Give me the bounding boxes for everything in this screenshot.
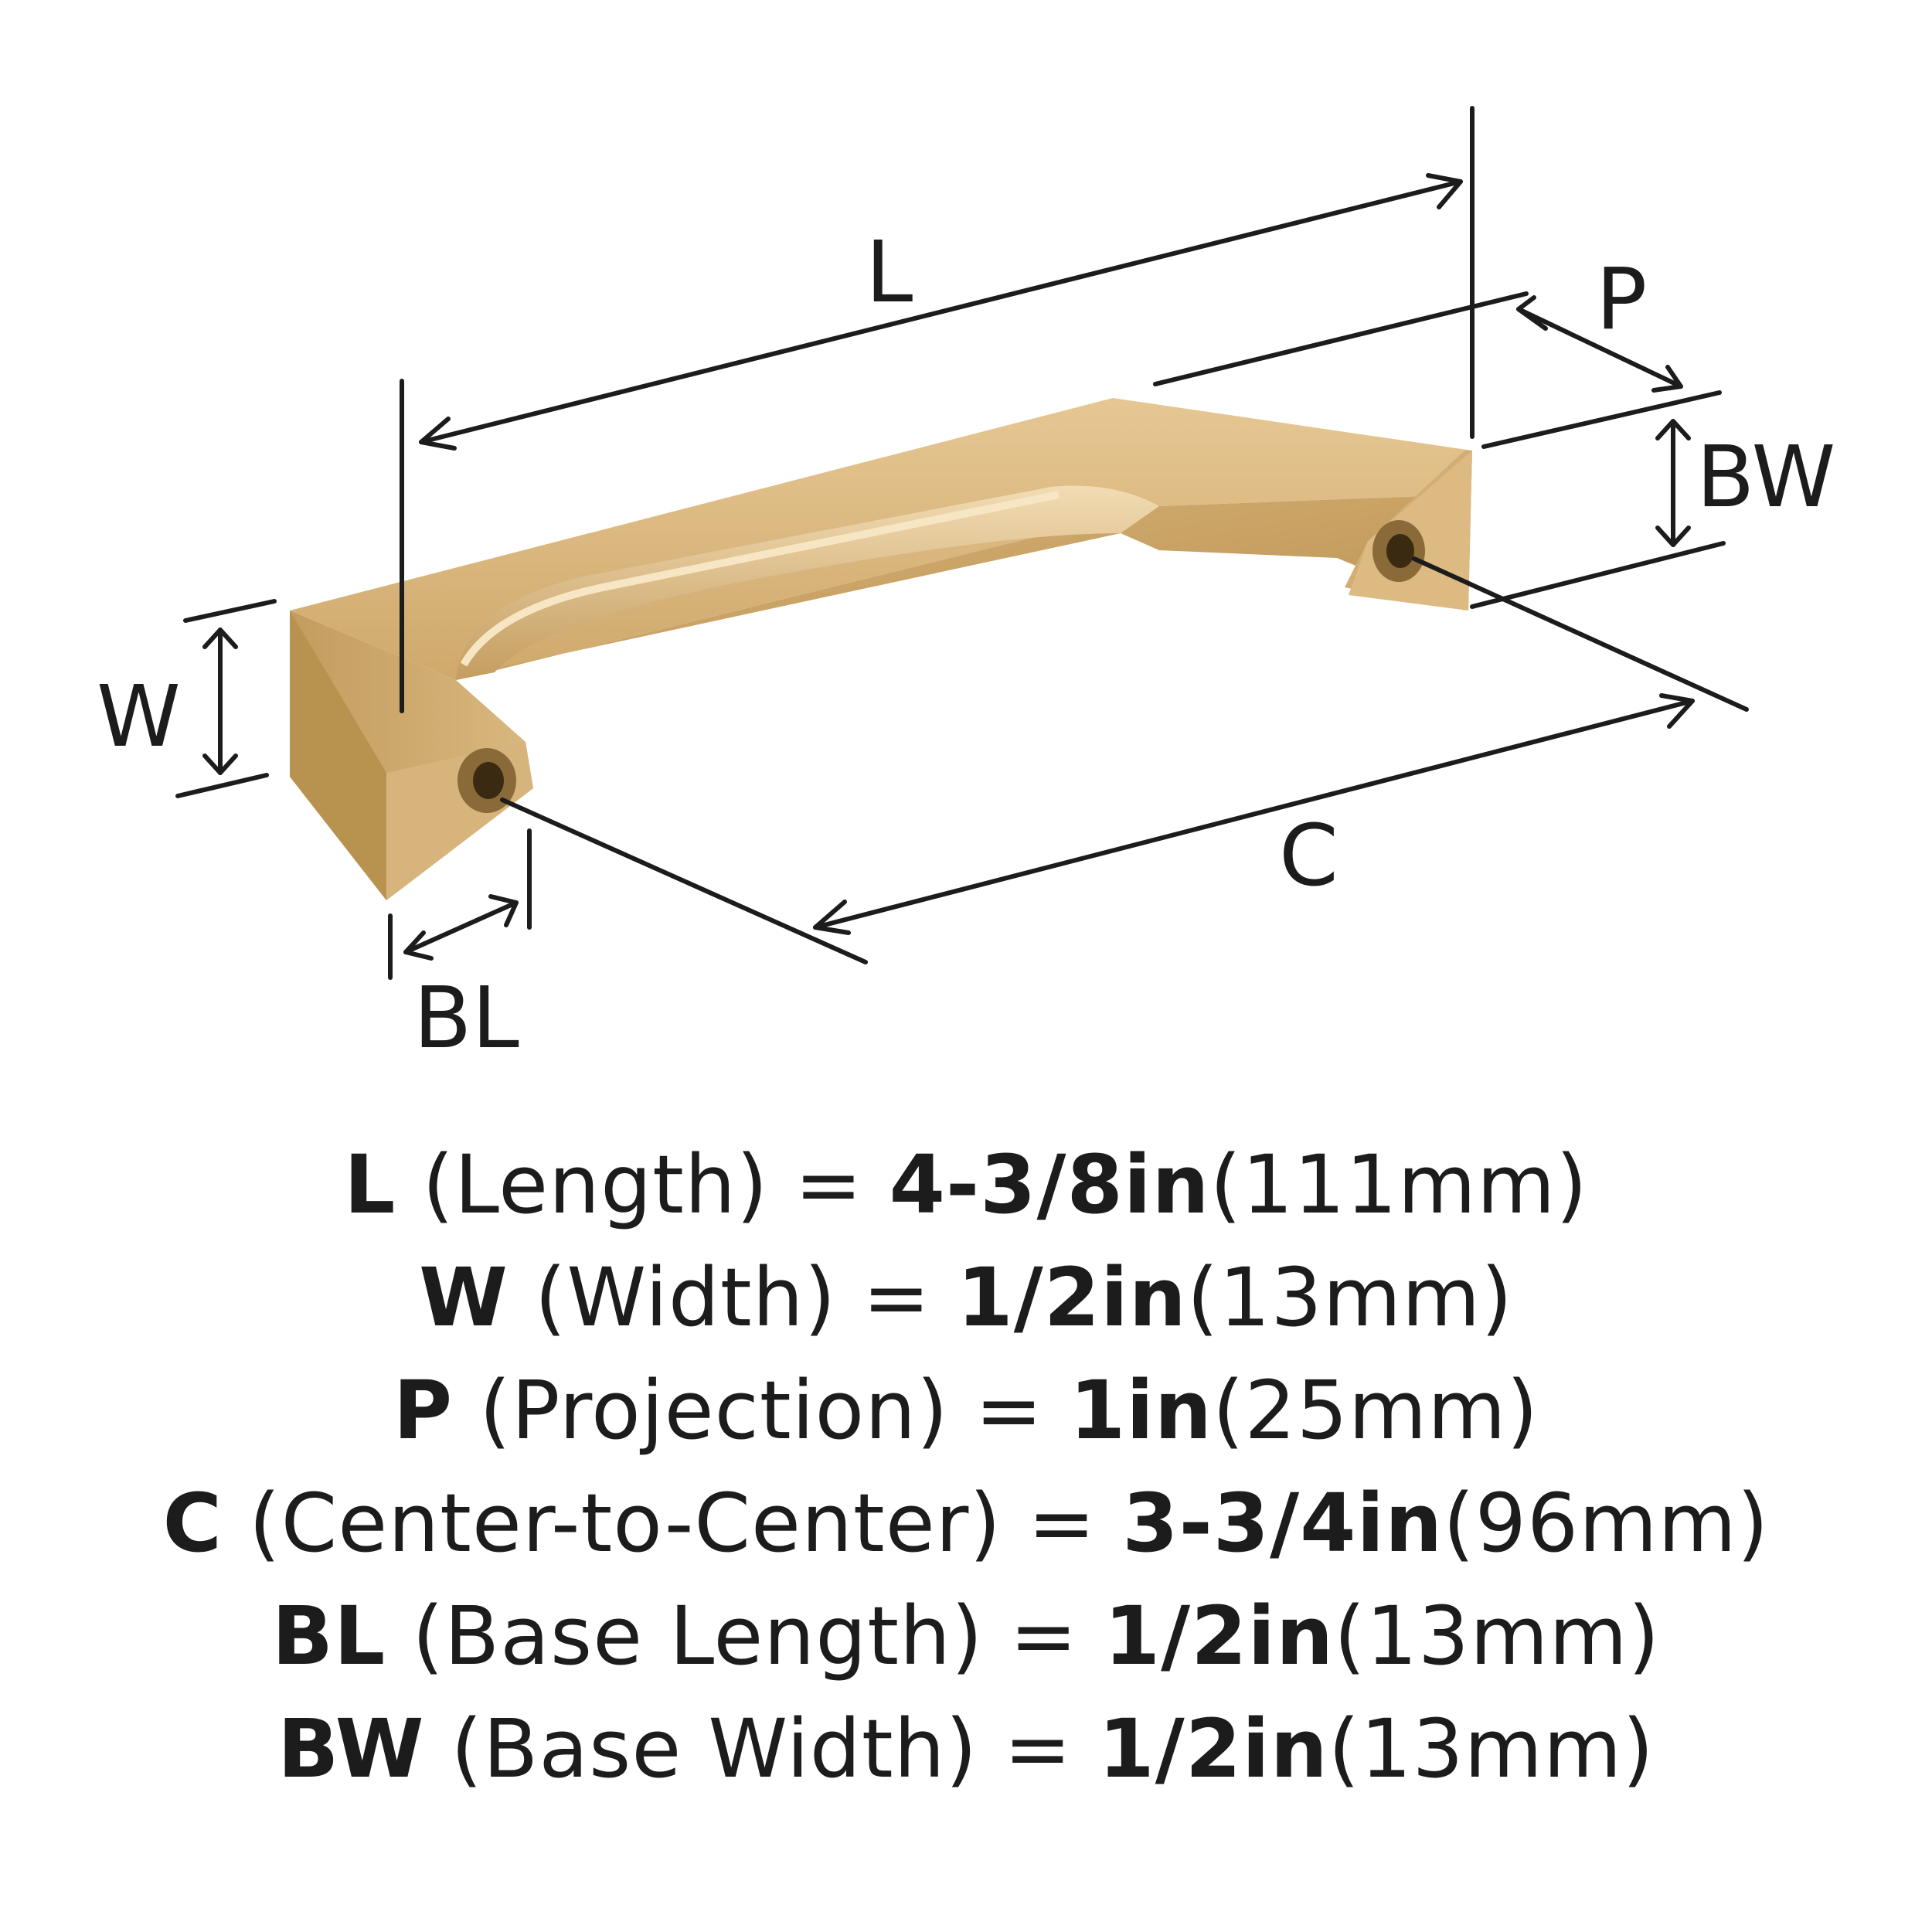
spec-code: L — [344, 1138, 396, 1232]
handle-highlight — [460, 491, 1060, 667]
spec-code: W — [419, 1250, 509, 1345]
spec-description: (Base Length) — [412, 1589, 984, 1683]
spec-imperial-value: 3-3/4in — [1122, 1476, 1444, 1570]
spec-description: (Length) — [422, 1138, 769, 1232]
label-BW: BW — [1696, 427, 1835, 526]
dimension-diagram: L P BW W C BL — [97, 106, 1835, 1067]
spec-code: C — [162, 1476, 223, 1570]
spec-row-center-to-center: C (Center-to-Center) = 3-3/4in(96mm) — [0, 1467, 1932, 1580]
handle-left-post-face — [290, 611, 386, 900]
spec-row-length: L (Length) = 4-3/8in(111mm) — [0, 1128, 1932, 1241]
label-BL: BL — [413, 968, 519, 1067]
spec-imperial-value: 1/2in — [1104, 1589, 1335, 1683]
right-screw-hole-inner — [1386, 534, 1414, 568]
spec-description: (Center-to-Center) — [249, 1476, 1002, 1570]
spec-metric-value: (13mm) — [1334, 1589, 1661, 1683]
spec-row-projection: P (Projection) = 1in(25mm) — [0, 1354, 1932, 1467]
spec-imperial-value: 1/2in — [957, 1250, 1187, 1345]
cabinet-pull-illustration — [290, 398, 1472, 900]
spec-imperial-value: 1in — [1069, 1363, 1213, 1458]
spec-description: (Projection) — [479, 1363, 949, 1458]
spec-description: (Width) — [534, 1250, 837, 1345]
spec-equals: = — [1009, 1589, 1078, 1683]
left-screw-hole-inner — [473, 762, 504, 799]
handle-inner-curve — [456, 485, 1159, 680]
spec-row-width: W (Width) = 1/2in(13mm) — [0, 1241, 1932, 1354]
spec-metric-value: (13mm) — [1186, 1250, 1513, 1345]
dimension-lines — [175, 106, 1749, 980]
spec-imperial-value: 1/2in — [1098, 1702, 1328, 1796]
label-W: W — [97, 667, 181, 766]
label-P: P — [1596, 250, 1647, 349]
spec-metric-value: (13mm) — [1328, 1702, 1655, 1796]
spec-code: BW — [277, 1702, 425, 1796]
spec-description: (Base Width) — [451, 1702, 978, 1796]
specifications-list: L (Length) = 4-3/8in(111mm) W (Width) = … — [0, 1128, 1932, 1805]
spec-code: BL — [271, 1589, 386, 1683]
handle-front-face — [456, 495, 1464, 680]
spec-metric-value: (25mm) — [1212, 1363, 1539, 1458]
spec-imperial-value: 4-3/8in — [889, 1138, 1210, 1232]
label-L: L — [866, 223, 913, 321]
spec-row-base-width: BW (Base Width) = 1/2in(13mm) — [0, 1692, 1932, 1805]
spec-equals: = — [794, 1138, 863, 1232]
label-C: C — [1279, 806, 1338, 905]
spec-code: P — [393, 1363, 454, 1458]
spec-metric-value: (96mm) — [1443, 1476, 1770, 1570]
spec-row-base-length: BL (Base Length) = 1/2in(13mm) — [0, 1580, 1932, 1692]
spec-equals: = — [1004, 1702, 1073, 1796]
spec-equals: = — [975, 1363, 1043, 1458]
spec-equals: = — [862, 1250, 931, 1345]
spec-metric-value: (111mm) — [1209, 1138, 1588, 1232]
spec-equals: = — [1028, 1476, 1097, 1570]
